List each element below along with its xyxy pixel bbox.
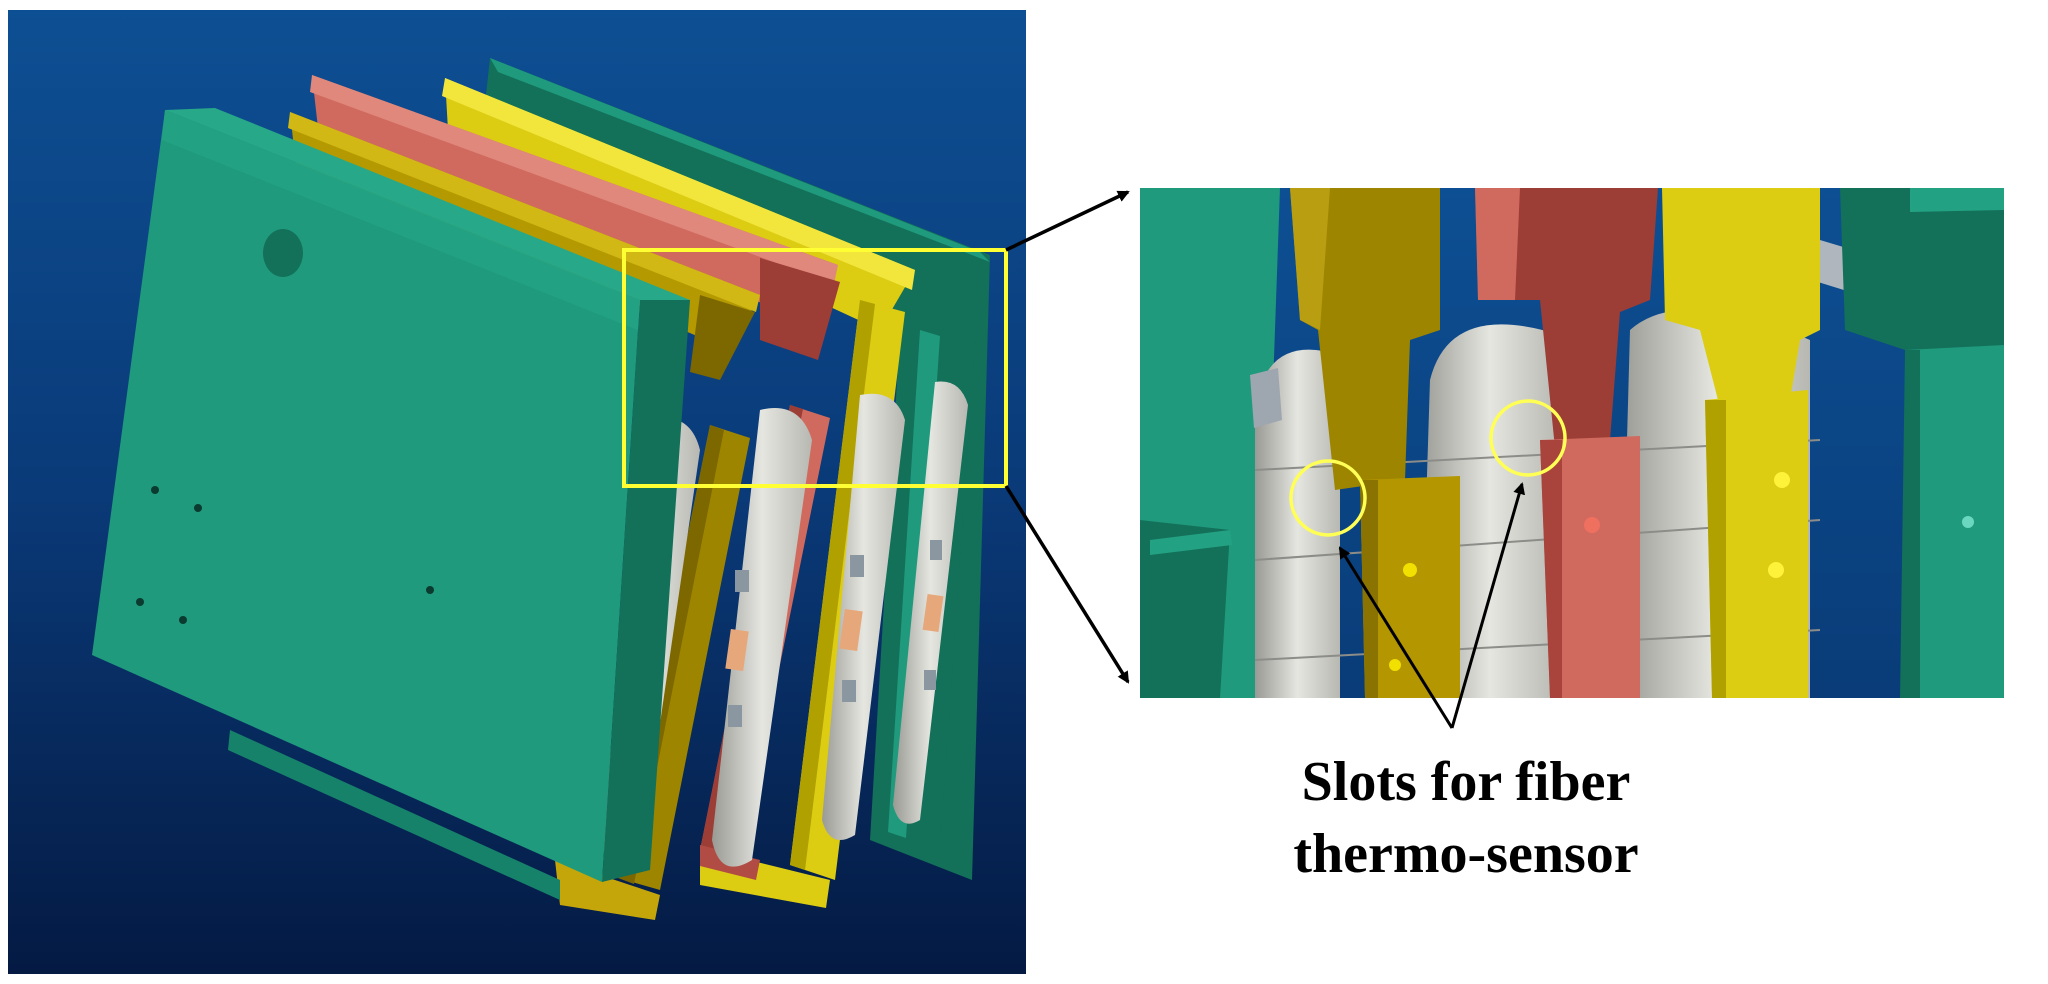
screw-holes xyxy=(136,486,434,624)
zoom-yellow-column xyxy=(1662,188,1820,400)
slot-highlight-circle-2 xyxy=(1489,399,1567,477)
annotation-pointers xyxy=(1338,482,1526,729)
upper-callout-arrow xyxy=(1005,190,1130,252)
assembly-view xyxy=(8,10,1026,974)
annotation-line-2: thermo-sensor xyxy=(1293,823,1638,885)
lower-callout-arrow xyxy=(1004,485,1130,684)
slot-highlight-circle-1 xyxy=(1289,459,1367,537)
zoom-red-column xyxy=(1475,188,1658,448)
callout-arrows xyxy=(1004,190,1130,684)
pointer-to-slot-2 xyxy=(1450,482,1526,729)
zoom-panel xyxy=(1140,188,2004,698)
zoom-region-box xyxy=(622,248,1008,488)
mounting-hole xyxy=(263,229,303,277)
front-green-plate xyxy=(92,108,690,900)
annotation-line-1: Slots for fiber xyxy=(1302,751,1631,813)
zoom-dark-yellow-column xyxy=(1290,188,1440,490)
pointer-to-slot-1 xyxy=(1338,546,1454,729)
